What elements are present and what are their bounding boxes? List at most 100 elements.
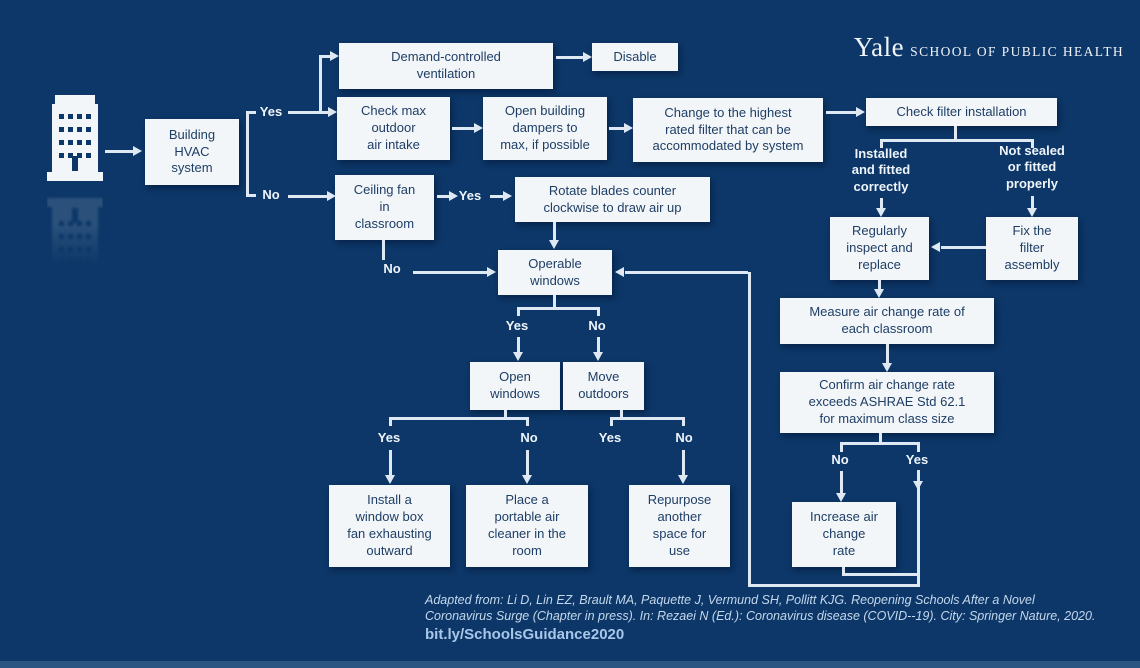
arrowhead [874,289,884,298]
arrowhead [487,267,496,277]
label-rate-yes: Yes [905,452,929,467]
connector-line [437,195,449,198]
connector-line [682,450,685,476]
building-windows [59,114,91,158]
arrowhead [449,191,458,201]
citation-line-1: Adapted from: Li D, Lin EZ, Brault MA, P… [425,593,1035,607]
node-confirm-air-change: Confirm air change rate exceeds ASHRAE S… [780,372,994,433]
connector-line [382,240,385,260]
arrowhead [133,146,142,156]
label-operable-no: No [588,318,606,333]
connector-line [842,567,845,576]
arrowhead [1027,208,1037,217]
label-open-no: No [520,430,538,445]
bitly-link: bit.ly/SchoolsGuidance2020 [425,626,625,643]
arrowhead [882,363,892,372]
label-fan-no: No [383,261,401,276]
connector-line [288,195,327,198]
connector-line [389,450,392,476]
connector-line [682,417,685,426]
arrowhead [522,475,532,484]
arrowhead [593,352,603,361]
connector-line [826,111,856,114]
connector-line [880,139,883,148]
yale-wordmark: Yale [853,32,905,62]
node-check-filter-installation: Check filter installation [866,98,1057,126]
connector-line [840,442,843,452]
connector-line [319,55,322,114]
arrowhead [503,191,512,201]
node-move-outdoors: Move outdoors [563,362,644,410]
node-check-max-intake: Check max outdoor air intake [337,97,450,160]
connector-line [842,573,920,576]
node-measure-air-change: Measure air change rate of each classroo… [780,298,994,344]
node-open-dampers: Open building dampers to max, if possibl… [483,97,607,160]
connector-line [322,111,329,114]
label-hvac-yes: Yes [259,104,283,119]
connector-line [246,111,256,114]
connector-line [389,417,529,420]
connector-line [597,337,600,353]
connector-line [917,442,920,452]
arrowhead [876,208,886,217]
arrowhead [856,107,865,117]
connector-line [878,280,881,291]
building-roof [55,95,95,106]
connector-line [748,584,920,587]
connector-line [610,417,613,426]
building-reflection [47,191,103,284]
connector-line [880,139,1034,142]
arrowhead [474,123,483,133]
connector-line [105,150,133,153]
node-fix-filter-assembly: Fix the filter assembly [986,217,1078,280]
connector-line [840,471,843,494]
node-inspect-replace: Regularly inspect and replace [830,217,929,280]
connector-line [879,433,882,443]
node-window-box-fan: Install a window box fan exhausting outw… [329,485,450,567]
node-rotate-blades: Rotate blades counter clockwise to draw … [515,177,710,222]
connector-line [748,272,751,587]
building-base [47,172,103,181]
label-rate-no: No [831,452,849,467]
arrowhead [549,240,559,249]
connector-line [526,417,529,426]
connector-line [917,470,920,586]
label-move-no: No [675,430,693,445]
citation-line-2: Coronavirus Surge (Chapter in press). In… [425,609,1096,623]
connector-line [517,307,600,310]
arrowhead [513,352,523,361]
arrowhead [678,475,688,484]
arrowhead [328,107,337,117]
connector-line [840,442,920,445]
arrowhead [327,191,336,201]
label-open-yes: Yes [377,430,401,445]
arrowhead [931,242,940,252]
connector-line [954,126,957,140]
arrowhead [624,123,633,133]
node-highest-filter: Change to the highest rated filter that … [633,98,823,162]
connector-line [597,307,600,316]
connector-line [553,295,556,308]
connector-line [322,55,330,58]
connector-line [941,246,986,249]
connector-line [886,344,889,364]
arrowhead [836,493,846,502]
connector-line [556,56,583,59]
connector-line [517,337,520,353]
label-operable-yes: Yes [505,318,529,333]
node-repurpose-space: Repurpose another space for use [629,485,730,567]
connector-line [625,271,748,274]
connector-line [490,195,503,198]
connector-line [246,111,249,197]
node-open-windows: Open windows [470,362,560,410]
connector-line [553,222,556,241]
connector-line [609,127,624,130]
node-portable-cleaner: Place a portable air cleaner in the room [466,485,588,567]
connector-line [526,450,529,476]
arrowhead [385,475,395,484]
arrowhead [615,267,624,277]
connector-line [246,194,256,197]
arrowhead [913,481,923,490]
